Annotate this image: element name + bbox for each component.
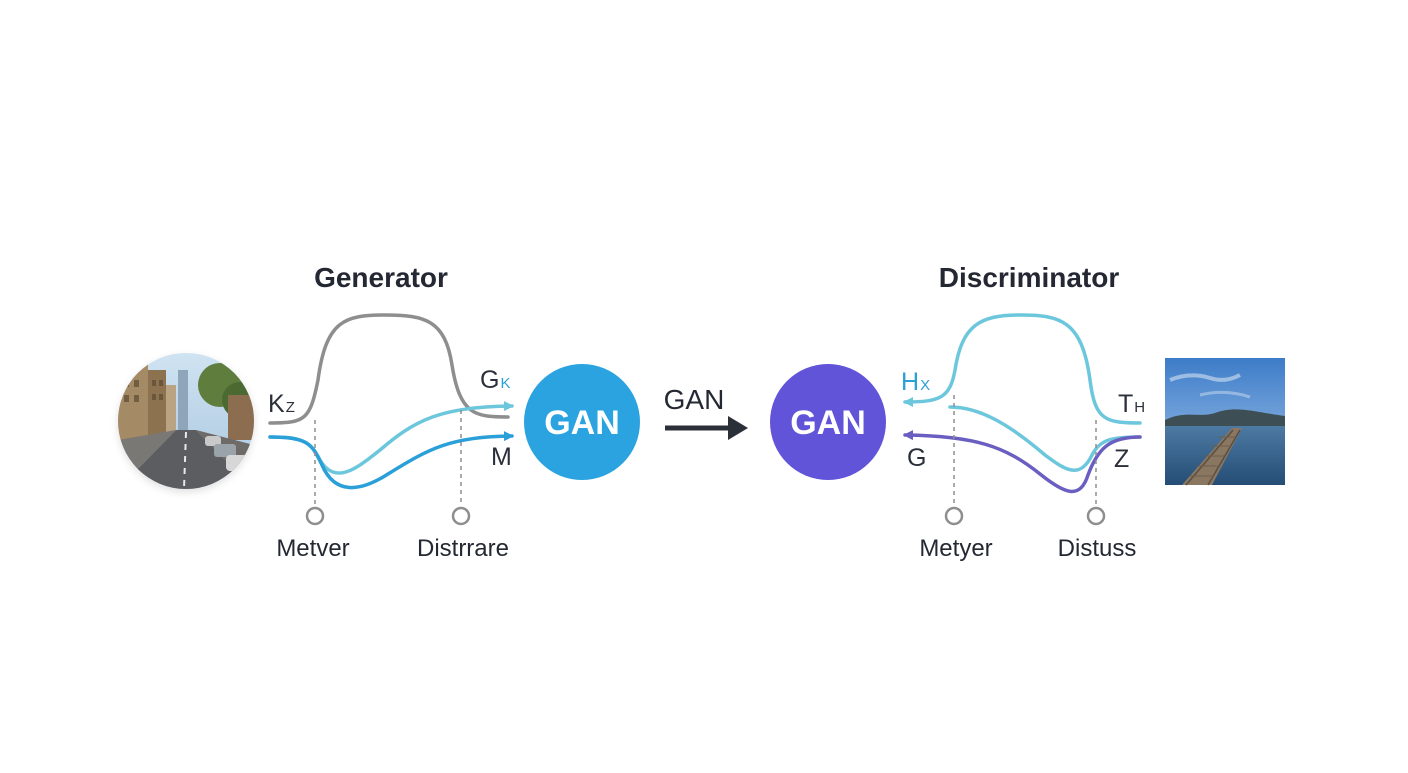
generator-curves bbox=[268, 313, 514, 490]
generator-output-label-top: GK bbox=[480, 366, 510, 394]
generator-gan-node[interactable]: GAN bbox=[524, 364, 640, 480]
marker-right-circle bbox=[1086, 506, 1106, 526]
generator-marker-right-label: Distrrare bbox=[417, 535, 509, 562]
discriminator-input-label-bottom: Z bbox=[1114, 445, 1129, 473]
purple-curve bbox=[903, 430, 1142, 494]
discriminator-output-label-bottom: G bbox=[907, 444, 926, 472]
discriminator-input-label-top: TH bbox=[1118, 390, 1145, 418]
generator-marker-left-label: Metver bbox=[276, 535, 349, 562]
middle-arrow-label: GAN bbox=[664, 384, 725, 415]
generator-markers bbox=[305, 410, 471, 526]
gray-curve bbox=[268, 313, 510, 425]
generator-input-label: KZ bbox=[268, 390, 295, 418]
generator-title: Generator bbox=[314, 262, 448, 293]
discriminator-marker-left-label: Metyer bbox=[919, 535, 992, 562]
svg-text:GAN: GAN bbox=[790, 404, 866, 442]
svg-text:GAN: GAN bbox=[544, 404, 620, 442]
generator-input-image bbox=[118, 353, 254, 489]
middle-arrow bbox=[665, 416, 748, 440]
marker-left-circle bbox=[944, 506, 964, 526]
discriminator-output-label-top: HX bbox=[901, 368, 930, 396]
light-blue-top-curve bbox=[903, 313, 1142, 425]
discriminator-markers bbox=[944, 395, 1106, 526]
discriminator-title: Discriminator bbox=[939, 262, 1120, 293]
discriminator-marker-right-label: Distuss bbox=[1058, 535, 1137, 562]
blue-curve bbox=[268, 431, 514, 490]
marker-left-circle bbox=[305, 506, 325, 526]
marker-right-circle bbox=[451, 506, 471, 526]
discriminator-gan-node[interactable]: GAN bbox=[770, 364, 886, 480]
discriminator-input-image bbox=[1165, 358, 1285, 486]
discriminator-curves bbox=[903, 313, 1142, 494]
light-blue-lower-curve bbox=[948, 405, 1142, 472]
generator-output-label-bottom: M bbox=[491, 443, 512, 471]
